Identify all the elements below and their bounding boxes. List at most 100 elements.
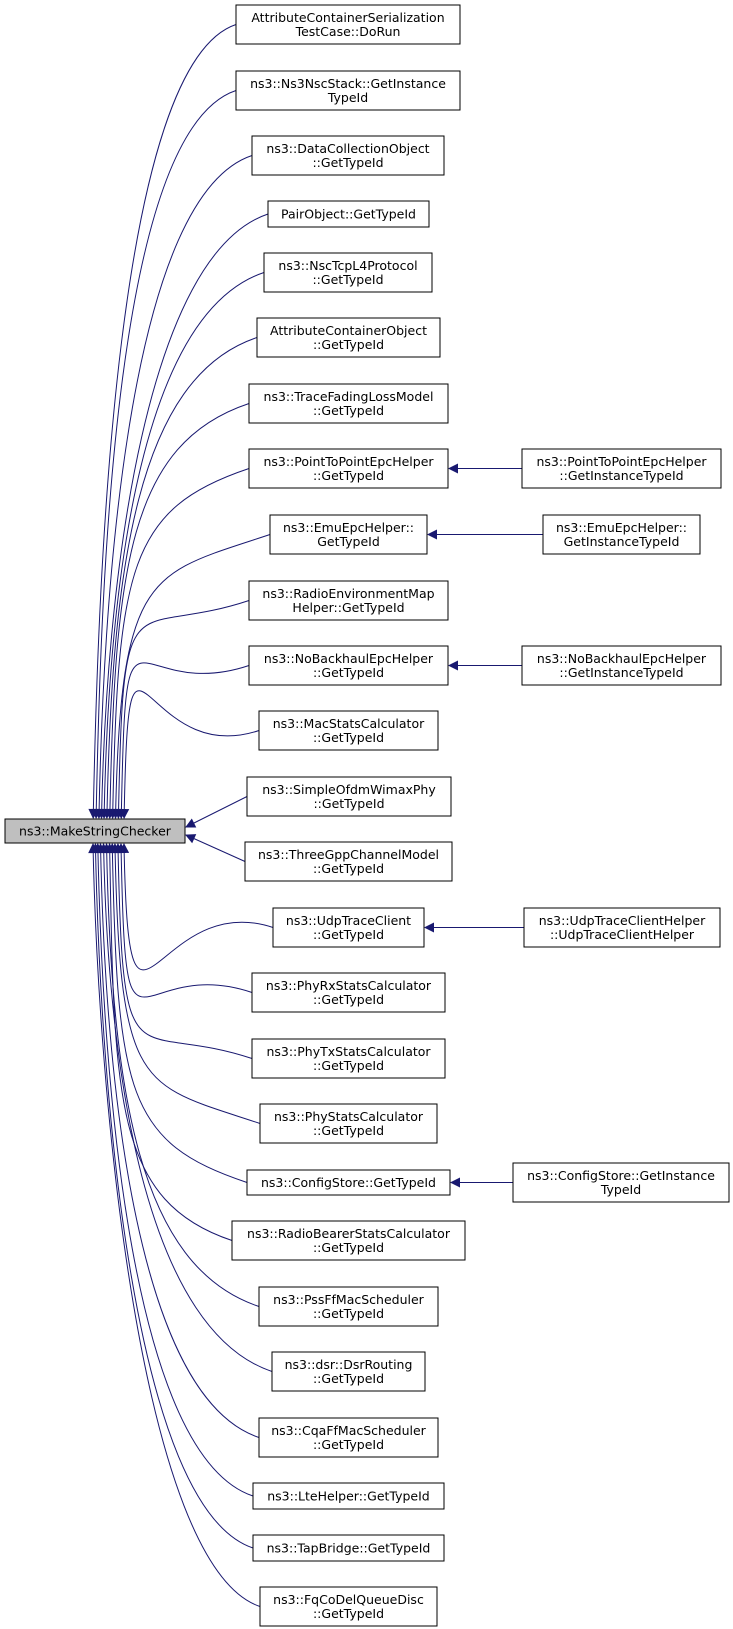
graph-node-ns3-emuepchelper-getinstancetypeid[interactable]: ns3::EmuEpcHelper::GetInstanceTypeId [542, 514, 701, 555]
graph-node-ns3-macstatscalculator-gettypeid[interactable]: ns3::MacStatsCalculator::GetTypeId [258, 710, 439, 751]
edge-c21-to-root [98, 843, 273, 1372]
node-label: ::GetInstanceTypeId [559, 468, 683, 483]
graph-node-ns3-phytxstatscalculator-gettypeid[interactable]: ns3::PhyTxStatsCalculator::GetTypeId [251, 1038, 446, 1079]
graph-node-ns3-ltehelper-gettypeid[interactable]: ns3::LteHelper::GetTypeId [252, 1482, 445, 1510]
node-box [248, 448, 449, 489]
node-label: ns3::EmuEpcHelper:: [283, 520, 414, 535]
node-label: ns3::NoBackhaulEpcHelper [264, 651, 434, 666]
graph-node-ns3-simpleofdmwimaxphy-gettypeid[interactable]: ns3::SimpleOfdmWimaxPhy::GetTypeId [246, 776, 452, 817]
edge-c7-to-root [107, 468, 250, 819]
node-box [248, 383, 449, 424]
node-box [248, 580, 449, 621]
graph-node-ns3-nobackhaulepchelper-gettypeid[interactable]: ns3::NoBackhaulEpcHelper::GetTypeId [248, 645, 449, 686]
graph-node-ns3-udptraceclient-gettypeid[interactable]: ns3::UdpTraceClient::GetTypeId [272, 907, 425, 948]
nodes-layer: ns3::MakeStringChecker AttributeContainer… [4, 4, 730, 1627]
edge-c4-to-root [99, 272, 265, 819]
graph-node-attributecontainerserialization-testcase-dorun[interactable]: AttributeContainerSerializationTestCase:… [235, 4, 461, 45]
graph-node-ns3-radiobearerstatscalculator-gettypeid[interactable]: ns3::RadioBearerStatsCalculator::GetType… [231, 1220, 466, 1261]
node-label: ns3::ThreeGppChannelModel [258, 847, 439, 862]
graph-node-ns3-tracefadinglossmodel-gettypeid[interactable]: ns3::TraceFadingLossModel::GetTypeId [248, 383, 449, 424]
graph-node-ns3-phyrxstatscalculator-gettypeid[interactable]: ns3::PhyRxStatsCalculator::GetTypeId [251, 972, 446, 1013]
graph-node-ns3-phystatscalculator-gettypeid[interactable]: ns3::PhyStatsCalculator::GetTypeId [259, 1103, 438, 1144]
graph-node-ns3-pointtopointepchelper-getinstancetypeid[interactable]: ns3::PointToPointEpcHelper::GetInstanceT… [521, 448, 722, 489]
root-node[interactable]: ns3::MakeStringChecker [4, 818, 186, 844]
node-box [252, 1534, 445, 1562]
node-box [246, 1169, 451, 1196]
node-label: ns3::NscTcpL4Protocol [278, 258, 417, 273]
node-label: ::GetTypeId [313, 337, 384, 352]
node-label: ns3::Ns3NscStack::GetInstance [250, 76, 446, 91]
graph-node-ns3-tapbridge-gettypeid[interactable]: ns3::TapBridge::GetTypeId [252, 1534, 445, 1562]
node-box [251, 135, 445, 176]
graph-node-ns3-threegppchannelmodel-gettypeid[interactable]: ns3::ThreeGppChannelModel::GetTypeId [244, 841, 453, 882]
edge-c20-to-root [101, 843, 260, 1307]
edge-c16-to-root [113, 843, 253, 1059]
node-label: GetInstanceTypeId [564, 534, 680, 549]
node-box [251, 972, 446, 1013]
graph-node-attributecontainerobject-gettypeid[interactable]: AttributeContainerObject::GetTypeId [256, 317, 441, 358]
node-box [271, 1351, 426, 1392]
node-label: ns3::RadioBearerStatsCalculator [247, 1226, 451, 1241]
node-box [269, 514, 428, 555]
graph-node-ns3-ns3nscstack-getinstance-typeid[interactable]: ns3::Ns3NscStack::GetInstanceTypeId [235, 70, 461, 111]
node-label: ns3::FqCoDelQueueDisc [273, 1592, 424, 1607]
node-box [246, 776, 452, 817]
node-label: ::GetTypeId [313, 1240, 384, 1255]
node-label: GetTypeId [317, 534, 380, 549]
node-label: ::GetTypeId [313, 796, 384, 811]
node-box [231, 1220, 466, 1261]
node-label: ns3::dsr::DsrRouting [285, 1357, 413, 1372]
node-label: ns3::PointToPointEpcHelper [263, 454, 434, 469]
node-box [235, 4, 461, 45]
graph-node-ns3-pssffmacscheduler-gettypeid[interactable]: ns3::PssFfMacScheduler::GetTypeId [258, 1286, 439, 1327]
node-label: ns3::PointToPointEpcHelper [536, 454, 707, 469]
node-label: TestCase::DoRun [295, 24, 401, 39]
node-label: PairObject::GetTypeId [281, 207, 416, 222]
edge-c2-to-root [94, 155, 253, 819]
edge-c11-to-root [119, 690, 260, 819]
node-box [256, 317, 441, 358]
node-label: ns3::MacStatsCalculator [273, 716, 425, 731]
edge-c0-to-root [88, 24, 237, 819]
graph-node-ns3-fqcodelqueuedisc-gettypeid[interactable]: ns3::FqCoDelQueueDisc::GetTypeId [259, 1586, 438, 1627]
edge-c14-to-root [119, 843, 274, 971]
node-label: ::GetTypeId [313, 1371, 384, 1386]
edge-c5-to-root [102, 337, 258, 819]
node-label: ::GetTypeId [313, 927, 384, 942]
node-label: ns3::SimpleOfdmWimaxPhy [262, 782, 436, 797]
graph-node-ns3-configstore-gettypeid[interactable]: ns3::ConfigStore::GetTypeId [246, 1169, 451, 1196]
node-box [252, 1482, 445, 1510]
graph-node-ns3-cqaffmacscheduler-gettypeid[interactable]: ns3::CqaFfMacScheduler::GetTypeId [258, 1417, 439, 1458]
edge-c22-to-root [95, 843, 260, 1438]
graph-node-pairobject-gettypeid[interactable]: PairObject::GetTypeId [267, 200, 430, 228]
graph-node-ns3-pointtopointepchelper-gettypeid[interactable]: ns3::PointToPointEpcHelper::GetTypeId [248, 448, 449, 489]
graph-node-ns3-datacollectionobject-gettypeid[interactable]: ns3::DataCollectionObject::GetTypeId [251, 135, 445, 176]
graph-node-ns3-radioenvironmentmap-helper-gettypeid[interactable]: ns3::RadioEnvironmentMapHelper::GetTypeI… [248, 580, 449, 621]
node-label: TypeId [600, 1182, 641, 1197]
graph-node-ns3-nobackhaulepchelper-getinstancetypeid[interactable]: ns3::NoBackhaulEpcHelper::GetInstanceTyp… [521, 645, 722, 686]
graph-node-ns3-emuepchelper-gettypeid[interactable]: ns3::EmuEpcHelper::GetTypeId [269, 514, 428, 555]
edge-c3-to-root [96, 213, 269, 819]
node-box [272, 907, 425, 948]
graph-node-ns3-dsr-dsrrouting-gettypeid[interactable]: ns3::dsr::DsrRouting::GetTypeId [271, 1351, 426, 1392]
graph-node-ns3-udptraceclienthelper-udptraceclienthelper[interactable]: ns3::UdpTraceClientHelper::UdpTraceClien… [523, 907, 721, 948]
node-label: ns3::ConfigStore::GetInstance [527, 1168, 715, 1183]
node-label: ::GetTypeId [313, 730, 384, 745]
node-box [258, 1417, 439, 1458]
graph-node-ns3-configstore-getinstance-typeid[interactable]: ns3::ConfigStore::GetInstanceTypeId [512, 1162, 730, 1203]
node-label: ns3::PssFfMacScheduler [273, 1292, 425, 1307]
node-label: ns3::UdpTraceClientHelper [539, 913, 706, 928]
node-box [258, 1286, 439, 1327]
node-box [259, 1586, 438, 1627]
node-label: ns3::TraceFadingLossModel [264, 389, 434, 404]
node-label: Helper::GetTypeId [292, 600, 404, 615]
node-label: ns3::NoBackhaulEpcHelper [537, 651, 707, 666]
node-label: ::GetTypeId [313, 1437, 384, 1452]
edge-c25-to-root [88, 843, 261, 1607]
graph-node-ns3-nsctcpl4protocol-gettypeid[interactable]: ns3::NscTcpL4Protocol::GetTypeId [263, 252, 433, 293]
node-label: ::GetTypeId [313, 1123, 384, 1138]
edge-c15-to-root [116, 843, 253, 998]
edge-c6-to-root [104, 403, 250, 819]
node-label: ::GetTypeId [313, 665, 384, 680]
node-label: ::GetTypeId [312, 272, 383, 287]
